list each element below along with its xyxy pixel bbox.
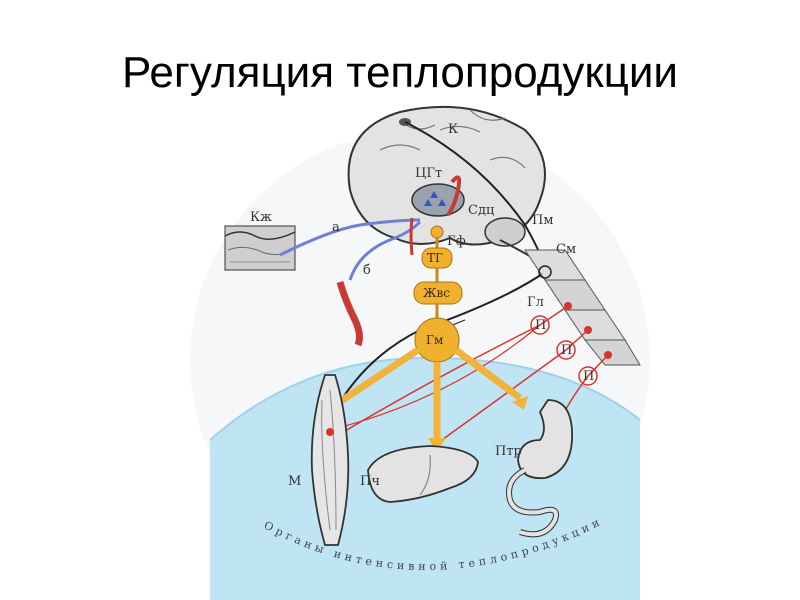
label-p1: П [535,318,546,333]
label-p3: П [583,369,594,384]
label-gl: Гл [527,295,544,310]
skin-sample [224,225,296,271]
label-sm: См [556,242,576,257]
blood-vessel [336,281,363,347]
muscle [310,374,350,546]
brain [347,105,546,266]
label-zhvs: Жвс [423,286,450,300]
label-cgt: ЦГт [415,166,442,181]
label-pch: Пч [360,474,380,489]
label-a: а [332,220,340,235]
afferent-nerve-a [279,218,421,257]
stomach [517,399,573,480]
label-tg: ТГ [427,251,443,265]
slide-title: Регуляция теплопродукции [122,48,678,97]
label-kzh: Кж [250,210,272,225]
pituitary [430,225,444,239]
label-p2: П [561,343,572,358]
liver [367,445,479,503]
spinal-cord [524,249,641,366]
label-gm: Гм [426,333,443,347]
hormone-arrows [322,347,528,452]
label-k: К [448,122,458,137]
label-b: б [363,263,371,278]
afferent-nerve-b [348,220,422,281]
label-pm: Пм [532,213,553,228]
label-gf: Гф [447,234,466,249]
label-sdc: Сдц [468,203,494,218]
label-ptr: Птр [495,444,522,459]
label-m: М [288,474,301,489]
